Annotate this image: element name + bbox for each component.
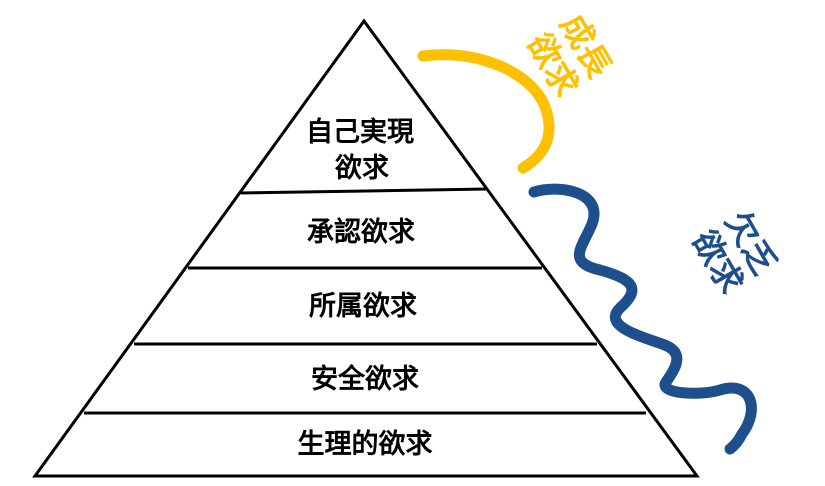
layer-label-belonging: 所属欲求 [309, 291, 417, 322]
deficiency-needs-wave [528, 183, 757, 455]
deficiency-needs-label-group: 欠乏 欲求 [684, 204, 784, 300]
layer-label-self-actualization-line2: 欲求 [334, 153, 389, 184]
layer-label-esteem: 承認欲求 [307, 216, 415, 248]
layer-label-self-actualization-line1: 自己実現 [306, 116, 414, 148]
pyramid-outline [32, 18, 700, 478]
growth-needs-arc [417, 49, 555, 174]
divider-line-1 [240, 187, 488, 195]
layer-label-safety: 安全欲求 [311, 363, 419, 395]
layer-label-physiological: 生理的欲求 [298, 428, 433, 460]
